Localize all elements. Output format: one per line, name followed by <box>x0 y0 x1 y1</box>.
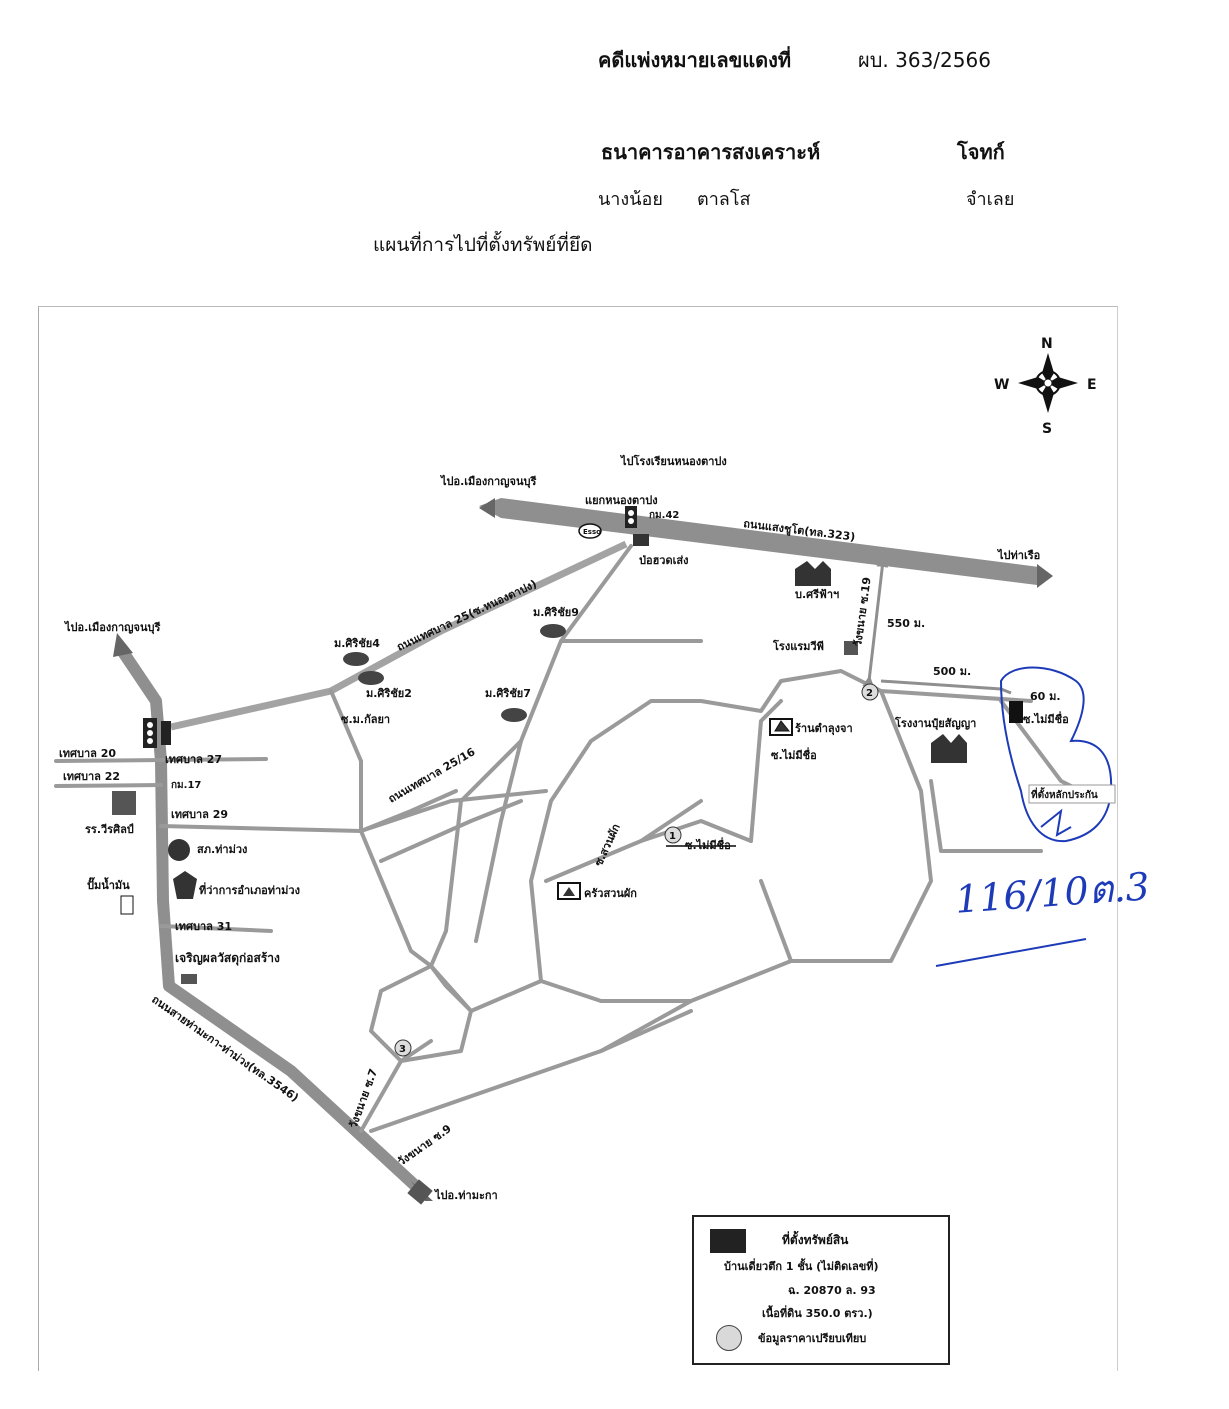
road-thetsaban-25 <box>170 540 628 731</box>
circle-2-label: 2 <box>866 688 873 699</box>
label-sirichai9: ม.ศิริชัย9 <box>533 606 579 619</box>
label-dest-thamaka: ไปอ.ท่ามะกา <box>433 1188 498 1202</box>
collateral-tag-box <box>1028 784 1116 804</box>
label-sirichai4: ม.ศิริชัย4 <box>334 637 380 650</box>
label-thetsaban-29: เทศบาล 29 <box>171 808 228 821</box>
circle-1-label: 1 <box>669 831 676 842</box>
label-police: สภ.ท่าม่วง <box>197 843 247 856</box>
housing-estate-icon <box>358 671 384 685</box>
label-dest-mueang-top: ไปอ.เมืองกาญจนบุรี <box>439 474 536 489</box>
esso-logo-icon <box>578 523 602 539</box>
district-office-icon <box>173 871 197 899</box>
label-shop: ร้านตำลุงจา <box>795 722 853 736</box>
label-dest-tharuea: ไปท่าเรือ <box>996 548 1040 562</box>
label-hotel: โรงแรมวีพี <box>772 639 824 653</box>
label-b-sri: บ.ศรีฟ้าฯ <box>795 588 839 601</box>
housing-estate-icon <box>343 652 369 666</box>
compass-s: S <box>1042 421 1052 437</box>
case-label: คดีแพ่งหมายเลขแดงที่ <box>598 48 792 72</box>
road-323 <box>479 498 1053 588</box>
school-icon <box>112 791 136 815</box>
compass-e: E <box>1087 377 1097 393</box>
housing-estate-icon <box>501 708 527 722</box>
label-60m: 60 ม. <box>1030 690 1061 703</box>
minor-roads <box>54 544 1103 1133</box>
label-gas: ปั๊มน้ำมัน <box>87 877 130 892</box>
ink-underline <box>935 938 1087 967</box>
defendant-last-name: ตาลโส <box>697 189 751 210</box>
legend-title: ที่ตั้งทรัพย์สิน <box>782 1233 849 1247</box>
comparison-circle-1 <box>664 826 682 844</box>
label-collateral: ที่ตั้งหลักประกัน <box>1031 787 1098 801</box>
label-dest-school: ไปโรงเรียนหนองตาปง <box>619 454 727 468</box>
map-frame: N E S W 1 2 3 <box>38 306 1118 1371</box>
compass-rose-icon: N E S W <box>994 336 1097 437</box>
label-thetsaban-22: เทศบาล 22 <box>63 770 120 783</box>
map-title: แผนที่การไปที่ตั้งทรัพย์ที่ยึด <box>373 234 593 256</box>
handwritten-annotation: 116/10ต.3 <box>953 864 1151 922</box>
road-3546 <box>113 633 433 1205</box>
label-factory: โรงงานปุ๋ยสัญญา <box>894 716 976 731</box>
label-500m: 500 ม. <box>933 665 971 678</box>
comparison-circle-2 <box>861 683 879 701</box>
label-550m: 550 ม. <box>887 617 925 630</box>
label-no-name-1: ซ.ไม่มีชื่อ <box>685 837 731 852</box>
defendant-first-name: นางน้อย <box>598 189 663 210</box>
label-soi-9: วังขนาย ซ.9 <box>395 1122 454 1168</box>
label-district: ที่ว่าการอำเภอท่าม่วง <box>199 882 300 897</box>
label-junction: แยกหนองตาปง <box>585 494 658 507</box>
label-soi-7: วังขนาย ซ.7 <box>347 1067 381 1130</box>
label-soi-kanlaya: ซ.ม.กัลยา <box>341 713 390 726</box>
housing-estate-icon <box>540 624 566 638</box>
label-no-name-3: ซ.ไม่มีชื่อ <box>1023 711 1069 726</box>
hotel-icon <box>844 641 858 655</box>
legend-comparison-swatch <box>716 1325 742 1351</box>
label-esso: Esso <box>583 528 601 536</box>
map-canvas: N E S W 1 2 3 <box>54 336 1116 1205</box>
legend-line-2: ฉ. 20870 ล. 93 <box>788 1284 876 1297</box>
label-soi-suanphak: ซ.สวนผัก <box>592 822 623 869</box>
traffic-light-icon <box>625 506 637 528</box>
shop-icon <box>633 534 649 546</box>
defendant-role: จำเลย <box>966 189 1015 210</box>
legend-line-1: บ้านเดี่ยวตึก 1 ชั้น (ไม่ติดเลขที่) <box>724 1260 879 1273</box>
label-krua: ครัวสวนผัก <box>584 887 637 900</box>
restaurant-icon <box>774 720 791 732</box>
label-sirichai2: ม.ศิริชัย2 <box>366 687 412 700</box>
plaintiff-name: ธนาคารอาคารสงเคราะห์ <box>601 140 821 164</box>
circle-3-label: 3 <box>399 1044 406 1055</box>
label-sirichai7: ม.ศิริชัย7 <box>485 687 531 700</box>
label-po-suat: ป่อฮวดเส่ง <box>639 554 688 567</box>
compass-n: N <box>1041 336 1053 352</box>
compass-w: W <box>994 377 1009 393</box>
label-road-25: ถนนเทศบาล 25(ซ.หนองตาปง) <box>395 577 539 653</box>
store-icon <box>181 974 197 984</box>
label-road-3546: ถนนสายท่ามะกา-ท่าม่วง(ทล.3546) <box>149 993 301 1105</box>
legend-line-3: เนื้อที่ดิน 350.0 ตรว.) <box>762 1307 873 1320</box>
label-km17: กม.17 <box>171 780 201 791</box>
label-hardware: เจริญผลวัสดุก่อสร้าง <box>175 951 280 966</box>
legend: ที่ตั้งทรัพย์สิน บ้านเดี่ยวตึก 1 ชั้น (ไ… <box>692 1215 950 1365</box>
plaintiff-role: โจทก์ <box>957 140 1005 164</box>
legend-property-swatch <box>710 1229 746 1253</box>
label-no-name-2: ซ.ไม่มีชื่อ <box>771 747 817 762</box>
gas-station-icon <box>120 895 134 915</box>
factory-icon <box>795 561 831 586</box>
property-location-icon <box>1009 701 1023 723</box>
legend-line-4: ข้อมูลราคาเปรียบเทียบ <box>758 1332 867 1345</box>
factory-icon <box>931 734 967 763</box>
label-km42: กม.42 <box>649 510 679 521</box>
police-seal-icon <box>168 839 190 861</box>
case-number: ผบ. 363/2566 <box>858 48 991 72</box>
comparison-circle-3 <box>394 1039 412 1057</box>
label-thetsaban-27: เทศบาล 27 <box>165 753 222 766</box>
label-thetsaban-20: เทศบาล 20 <box>59 747 116 760</box>
label-thetsaban-31: เทศบาล 31 <box>175 920 232 933</box>
restaurant-icon <box>557 882 581 900</box>
label-school: รร.วีรศิลป์ <box>85 823 134 836</box>
ink-mark <box>1040 808 1072 837</box>
traffic-light-icon <box>143 718 171 748</box>
label-dest-mueang-left: ไปอ.เมืองกาญจนบุรี <box>63 620 160 635</box>
label-soi-19: วังขนาย ซ.19 <box>851 576 874 647</box>
